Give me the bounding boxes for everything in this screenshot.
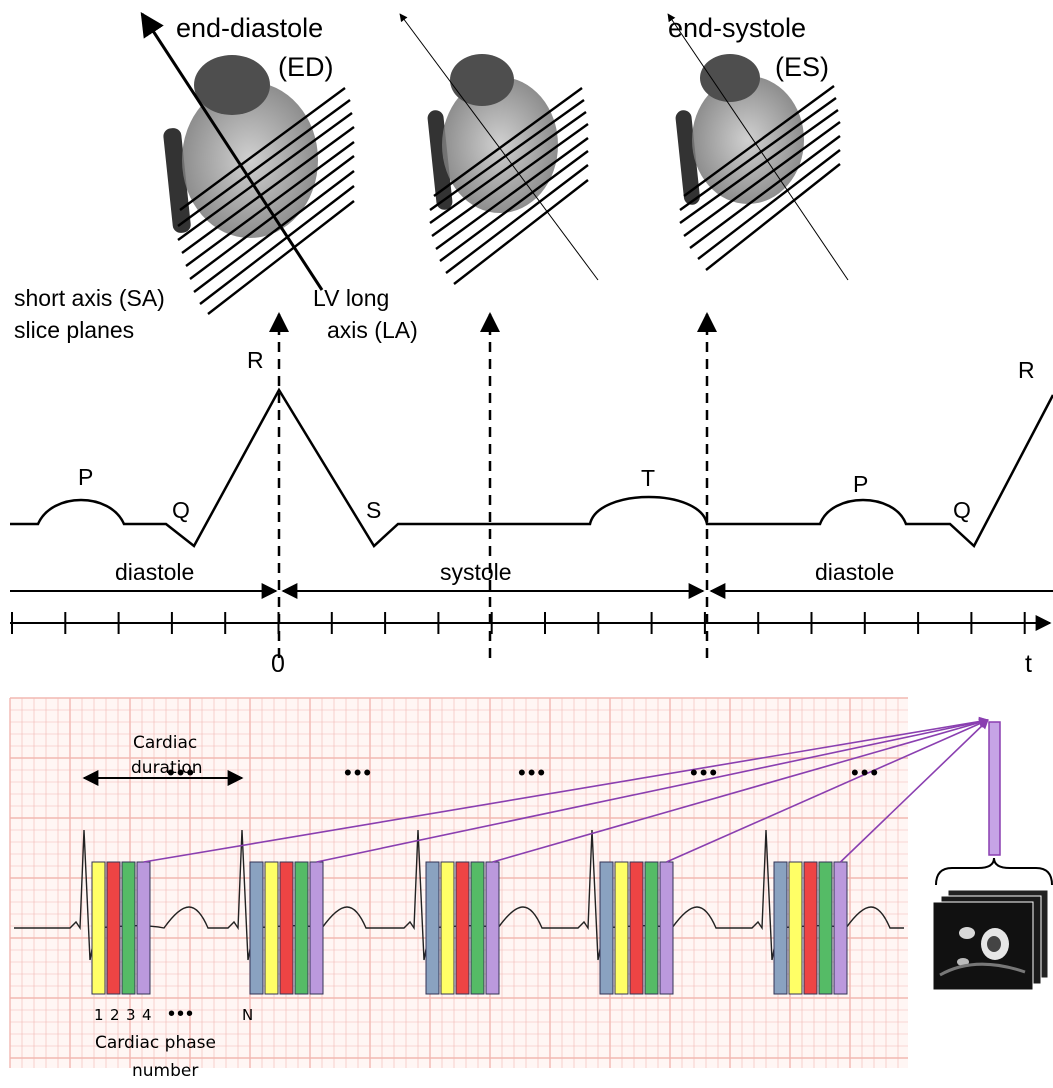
phase-caption-line2: number — [132, 1061, 198, 1081]
phase-block-n — [773, 861, 788, 995]
ellipsis-gap3: ••• — [690, 760, 719, 785]
ed-title-line2: (ED) — [278, 52, 334, 82]
phase-number-2: 2 — [110, 1006, 120, 1024]
phase-block-1 — [440, 861, 455, 995]
heart-atria-icon — [700, 54, 760, 102]
phase-block-1 — [788, 861, 803, 995]
slice-planes — [679, 85, 841, 271]
phase-block-n — [425, 861, 440, 995]
phase-block-3 — [644, 861, 659, 995]
axis-time-label: t — [1025, 650, 1032, 678]
wave-label-q: Q — [172, 497, 190, 523]
heart-icon — [692, 76, 804, 204]
phase-block-3 — [294, 861, 309, 995]
phase-number-n: N — [242, 1006, 253, 1024]
wave-label-r: R — [247, 347, 264, 373]
wave-label-t: T — [641, 465, 655, 491]
phase-block-2 — [106, 861, 121, 995]
phase-label-diastole-left: diastole — [115, 559, 194, 585]
vessel-icon — [675, 110, 700, 205]
phase-number-4: 4 — [142, 1006, 152, 1024]
phase-block-4 — [659, 861, 674, 995]
vessel-icon — [427, 110, 453, 210]
phase-label-systole: systole — [440, 559, 512, 585]
ellipsis-1: ••• — [167, 760, 196, 785]
phase-block-1 — [91, 861, 106, 995]
ecg-waveform — [10, 312, 1053, 658]
mr-image-stack — [932, 889, 1049, 991]
heart-atria-icon — [194, 55, 270, 115]
heart-atria-icon — [450, 54, 514, 106]
phase-arrow — [839, 719, 989, 863]
phase-block-3 — [818, 861, 833, 995]
lv-long-axis — [140, 11, 324, 291]
phase-block-1 — [614, 861, 629, 995]
phase-block-4 — [833, 861, 848, 995]
axis-ticks — [11, 612, 1026, 634]
ellipsis-gap1: ••• — [344, 760, 373, 785]
phase-blocks — [91, 861, 848, 995]
la-label-line1: LV long — [313, 285, 389, 311]
wave-label-s: S — [366, 497, 381, 523]
phase-label-diastole-right: diastole — [815, 559, 894, 585]
phase-block-2 — [803, 861, 818, 995]
lv-long-axis — [399, 13, 599, 281]
heart-end-diastole — [140, 11, 355, 315]
slice-planes — [429, 87, 589, 285]
phase-arrow — [316, 717, 989, 863]
duration-label-line1: Cardiac — [133, 733, 197, 753]
phase-block-3 — [470, 861, 485, 995]
wave-label-p: P — [78, 464, 93, 490]
es-title-line1: end-systole — [668, 13, 806, 43]
ecg-trace — [10, 387, 1053, 549]
phase-block-4 — [485, 861, 500, 995]
ed-title-line1: end-diastole — [176, 13, 323, 43]
axis-origin-label: 0 — [271, 650, 285, 678]
volume-column — [988, 721, 1001, 856]
heart-mid-systole — [399, 13, 599, 285]
brace-icon — [935, 857, 1053, 886]
duration-label-line2: duration — [131, 758, 203, 778]
phase-block-1 — [264, 861, 279, 995]
heart-icon — [442, 77, 558, 213]
lv-long-axis — [667, 13, 849, 281]
wave-label-q2: Q — [953, 497, 971, 523]
time-axis — [10, 612, 1052, 634]
phase-caption-line1: Cardiac phase — [95, 1033, 216, 1053]
phase-number-3: 3 — [126, 1006, 136, 1024]
trigger-arrows — [269, 312, 717, 658]
phase-number-ellipsis: ••• — [168, 1003, 195, 1025]
es-title-line2: (ES) — [775, 52, 829, 82]
ellipsis-gap2: ••• — [518, 760, 547, 785]
heart-end-systole — [667, 13, 849, 281]
la-label-line2: axis (LA) — [327, 317, 418, 343]
phase-arrow — [143, 716, 989, 863]
phase-number-1: 1 — [94, 1006, 104, 1024]
sa-label-line1: short axis (SA) — [14, 285, 165, 311]
phase-to-image-arrows — [143, 716, 989, 863]
phase-block-3 — [121, 861, 136, 995]
phase-block-4 — [136, 861, 151, 995]
ellipsis-gap4: ••• — [851, 760, 880, 785]
phase-block-n — [249, 861, 264, 995]
wave-label-p2: P — [853, 471, 868, 497]
phase-block-2 — [279, 861, 294, 995]
phase-arrow — [492, 717, 989, 863]
slice-planes — [177, 87, 355, 315]
phase-block-n — [599, 861, 614, 995]
phase-block-4 — [309, 861, 324, 995]
wave-label-r2: R — [1018, 357, 1035, 383]
phase-block-2 — [629, 861, 644, 995]
phase-block-2 — [455, 861, 470, 995]
phase-arrow — [666, 719, 989, 863]
sa-label-line2: slice planes — [14, 317, 134, 343]
